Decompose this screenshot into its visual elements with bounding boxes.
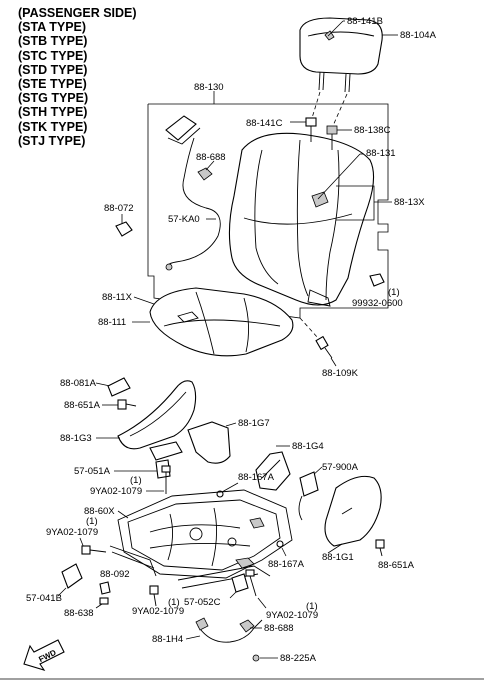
cover-081A[interactable] <box>107 377 131 397</box>
airbag-harness <box>166 137 221 271</box>
callout-88-109K: 88-109K <box>322 368 359 379</box>
type-line: (STC TYPE) <box>18 48 88 63</box>
callout-57-041B: 57-041B <box>26 593 62 604</box>
callout-qty-c: (1) <box>86 516 98 527</box>
lever-bracket[interactable] <box>149 441 183 461</box>
callout-88-1G7: 88-1G7 <box>238 418 270 429</box>
type-line: (STH TYPE) <box>18 105 88 120</box>
callout-88-1G4: 88-1G4 <box>292 441 324 452</box>
clip-072[interactable] <box>115 221 133 237</box>
bolt-9YA02-c[interactable] <box>149 585 159 607</box>
type-line: (STK TYPE) <box>18 119 88 134</box>
callout-qty-a: (1) <box>388 287 400 298</box>
callout-88-104A: 88-104A <box>400 30 437 41</box>
panel-1G4[interactable] <box>255 451 291 491</box>
clip-167A-bottom[interactable] <box>276 540 284 548</box>
type-line: (STG TYPE) <box>18 91 89 106</box>
callout-88-141B: 88-141B <box>347 16 383 27</box>
cover-57-041B[interactable] <box>61 563 83 589</box>
callout-88-167A-top: 88-167A <box>238 472 275 483</box>
seat-frame-88-60X[interactable] <box>109 489 293 589</box>
callout-88-138C: 88-138C <box>354 125 391 136</box>
bolt-109K[interactable] <box>315 335 333 359</box>
callout-88-13X: 88-13X <box>394 197 425 208</box>
headrest[interactable] <box>299 17 383 93</box>
bolt-9YA02-b[interactable] <box>81 545 107 555</box>
callout-88-688-top: 88-688 <box>196 152 226 163</box>
side-cover-1G1[interactable] <box>324 475 382 547</box>
bolt-9YA02-a[interactable] <box>161 465 171 494</box>
callout-88-60X: 88-60X <box>84 506 115 517</box>
bolt-9YA02-d[interactable] <box>245 569 257 597</box>
callout-88-1G3: 88-1G3 <box>60 433 92 444</box>
callout-qty-d: (1) <box>168 597 180 608</box>
callout-88-1H4: 88-1H4 <box>152 634 183 645</box>
type-line: (STA TYPE) <box>18 20 87 35</box>
callout-qty-e: (1) <box>306 601 318 612</box>
clip-688-top[interactable] <box>197 167 213 181</box>
side-cover-1G3[interactable] <box>117 380 197 450</box>
callout-88-651A-right: 88-651A <box>378 560 415 571</box>
callout-88-130: 88-130 <box>194 82 224 93</box>
type-line: (STJ TYPE) <box>18 133 86 148</box>
bolt-651A-right[interactable] <box>375 539 385 557</box>
seatback-group-box <box>147 103 389 319</box>
connector-1H4 <box>195 617 209 631</box>
harness-88-1H4[interactable] <box>197 619 263 643</box>
callout-57-900A: 57-900A <box>322 462 359 473</box>
callout-9YA02-1079-b: 9YA02-1079 <box>46 527 98 538</box>
callout-88-081A: 88-081A <box>60 378 97 389</box>
side-airbag-module[interactable] <box>165 115 201 145</box>
seatbelt-buckle-57-900A[interactable] <box>298 471 319 521</box>
clip-88-092[interactable] <box>99 581 111 595</box>
callout-9YA02-1079-d: 9YA02-1079 <box>266 610 318 621</box>
vehicle-type-list: (PASSENGER SIDE) (STA TYPE) (STB TYPE) (… <box>18 6 137 148</box>
clip-225A[interactable] <box>252 654 260 662</box>
callout-88-072: 88-072 <box>104 203 134 214</box>
anchor-57-052C[interactable] <box>231 573 249 593</box>
callout-9YA02-1079-c: 9YA02-1079 <box>132 606 184 617</box>
callout-88-688-bottom: 88-688 <box>264 623 294 634</box>
clip-688-bottom[interactable] <box>239 619 255 633</box>
seat-cushion[interactable] <box>149 287 294 357</box>
callout-88-651A-left: 88-651A <box>64 400 101 411</box>
callout-57-051A: 57-051A <box>74 466 111 477</box>
type-line: (STE TYPE) <box>18 77 87 92</box>
harness-clip <box>165 263 173 271</box>
headrest-lock-detail <box>324 30 335 41</box>
type-line: (STB TYPE) <box>18 34 88 49</box>
callout-88-11X: 88-11X <box>102 292 133 303</box>
type-line: (STD TYPE) <box>18 62 88 77</box>
cover-1G7[interactable] <box>187 421 231 464</box>
callout-88-092: 88-092 <box>100 569 130 580</box>
callout-9YA02-1079-a: 9YA02-1079 <box>90 486 142 497</box>
callout-57-052C: 57-052C <box>184 597 221 608</box>
forward-direction-arrow: FWD <box>23 639 65 671</box>
callout-88-111: 88-111 <box>98 317 126 328</box>
callout-57-KA0: 57-KA0 <box>168 214 200 225</box>
callout-88-1G1: 88-1G1 <box>322 552 354 563</box>
callout-88-167A-bottom: 88-167A <box>268 559 305 570</box>
nut-99932[interactable] <box>369 273 385 287</box>
clip-88-638[interactable] <box>99 597 109 605</box>
seatback-cushion[interactable] <box>228 132 375 307</box>
callout-99932-0600: 99932-0600 <box>352 298 403 309</box>
callout-88-638: 88-638 <box>64 608 94 619</box>
callout-88-225A: 88-225A <box>280 653 317 664</box>
type-line: (PASSENGER SIDE) <box>18 6 137 20</box>
callout-88-141C: 88-141C <box>246 118 283 129</box>
bolt-651A-left[interactable] <box>117 399 137 410</box>
callout-88-131: 88-131 <box>366 148 396 159</box>
callout-qty-b: (1) <box>130 475 142 486</box>
